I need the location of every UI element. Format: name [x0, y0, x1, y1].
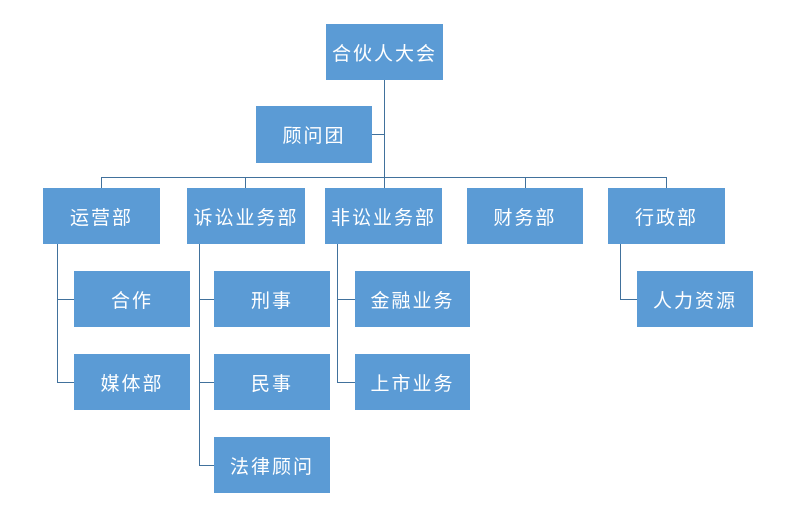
node-operations-dept[interactable]: 运营部 — [43, 188, 160, 244]
connector-operations-hang — [57, 244, 58, 382]
connector-root-drop — [384, 80, 385, 188]
connector-admin-hang — [620, 244, 621, 299]
connector-litigation-hang — [199, 244, 200, 465]
connector-drop-litigation — [245, 177, 246, 188]
connector-cooperation-stub — [57, 299, 74, 300]
node-legal-counsel[interactable]: 法律顾问 — [214, 437, 330, 493]
connector-drop-operations — [101, 177, 102, 188]
node-admin-dept[interactable]: 行政部 — [608, 188, 725, 244]
node-financial-business[interactable]: 金融业务 — [355, 271, 470, 327]
node-cooperation[interactable]: 合作 — [74, 271, 190, 327]
connector-non-litigation-hang — [337, 244, 338, 382]
node-partners-meeting[interactable]: 合伙人大会 — [326, 24, 443, 80]
node-advisory-group[interactable]: 顾问团 — [256, 106, 372, 163]
node-litigation-dept[interactable]: 诉讼业务部 — [187, 188, 305, 244]
node-civil[interactable]: 民事 — [214, 354, 330, 410]
connector-listing-biz-stub — [337, 382, 355, 383]
node-human-resources[interactable]: 人力资源 — [637, 271, 753, 327]
connector-legal-counsel-stub — [199, 465, 214, 466]
node-media-dept[interactable]: 媒体部 — [74, 354, 190, 410]
connector-hr-stub — [620, 299, 637, 300]
connector-advisor-stub — [372, 134, 384, 135]
node-non-litigation-dept[interactable]: 非讼业务部 — [325, 188, 442, 244]
connector-financial-biz-stub — [337, 299, 355, 300]
node-listing-business[interactable]: 上市业务 — [355, 354, 470, 410]
connector-drop-finance — [525, 177, 526, 188]
connector-criminal-stub — [199, 299, 214, 300]
node-criminal[interactable]: 刑事 — [214, 271, 330, 327]
connector-media-stub — [57, 382, 74, 383]
connector-drop-admin — [666, 177, 667, 188]
connector-level2-bus — [101, 177, 667, 178]
connector-civil-stub — [199, 382, 214, 383]
node-finance-dept[interactable]: 财务部 — [467, 188, 583, 244]
